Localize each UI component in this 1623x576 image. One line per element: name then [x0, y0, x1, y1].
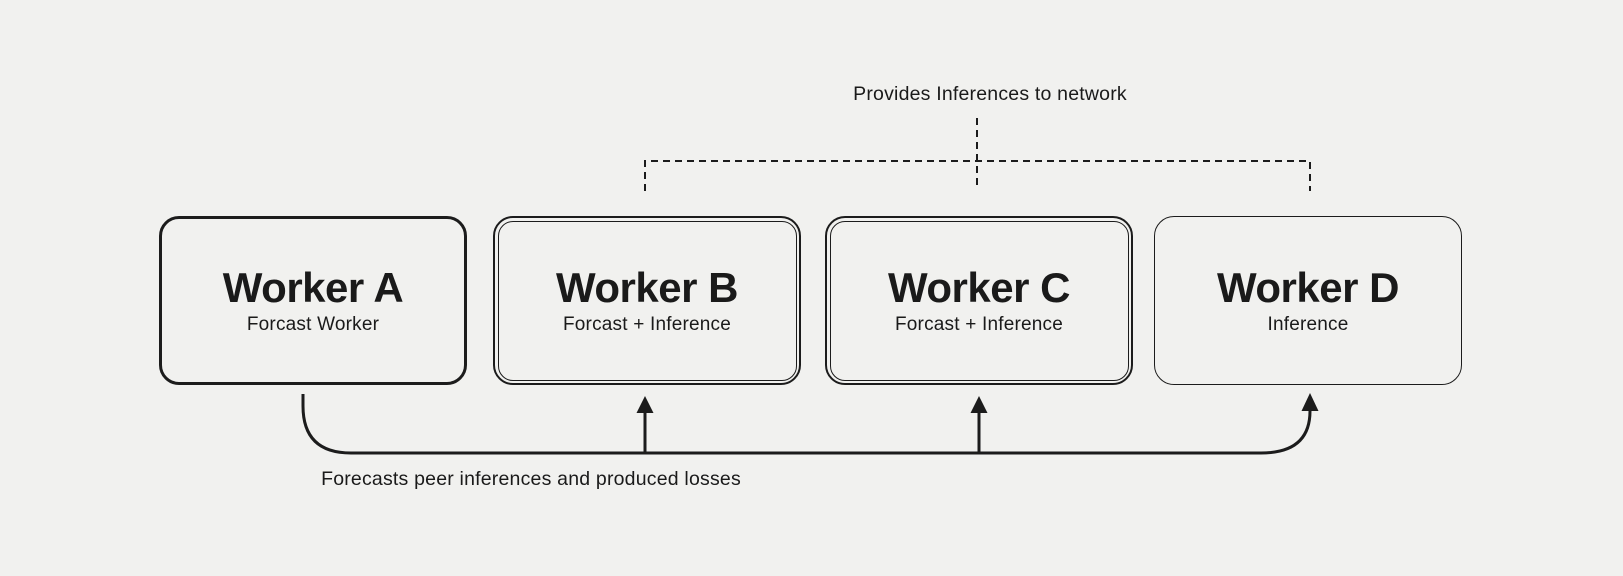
arrowhead-up-worker-d-icon — [1301, 393, 1319, 411]
arrowhead-up-worker-c-icon — [970, 396, 988, 413]
worker-c-box: Worker C Forcast + Inference — [825, 216, 1133, 385]
worker-b-box: Worker B Forcast + Inference — [493, 216, 801, 385]
provides-inferences-bracket — [644, 160, 1311, 191]
worker-c-title: Worker C — [888, 263, 1070, 311]
worker-c-subtitle: Forcast + Inference — [894, 314, 1064, 336]
worker-d-box: Worker D Inference — [1154, 216, 1462, 385]
arrowhead-up-worker-b-icon — [636, 396, 654, 413]
provides-inferences-label: Provides Inferences to network — [853, 83, 1127, 105]
worker-d-title: Worker D — [1217, 263, 1399, 311]
worker-d-subtitle: Inference — [1267, 314, 1349, 336]
worker-b-title: Worker B — [556, 263, 738, 311]
worker-a-title: Worker A — [222, 263, 404, 311]
forecasts-losses-label: Forecasts peer inferences and produced l… — [321, 468, 741, 490]
worker-b-subtitle: Forcast + Inference — [562, 314, 732, 336]
feedback-arrow-path — [301, 394, 1312, 455]
worker-a-subtitle: Forcast Worker — [246, 314, 380, 336]
worker-a-box: Worker A Forcast Worker — [159, 216, 467, 385]
